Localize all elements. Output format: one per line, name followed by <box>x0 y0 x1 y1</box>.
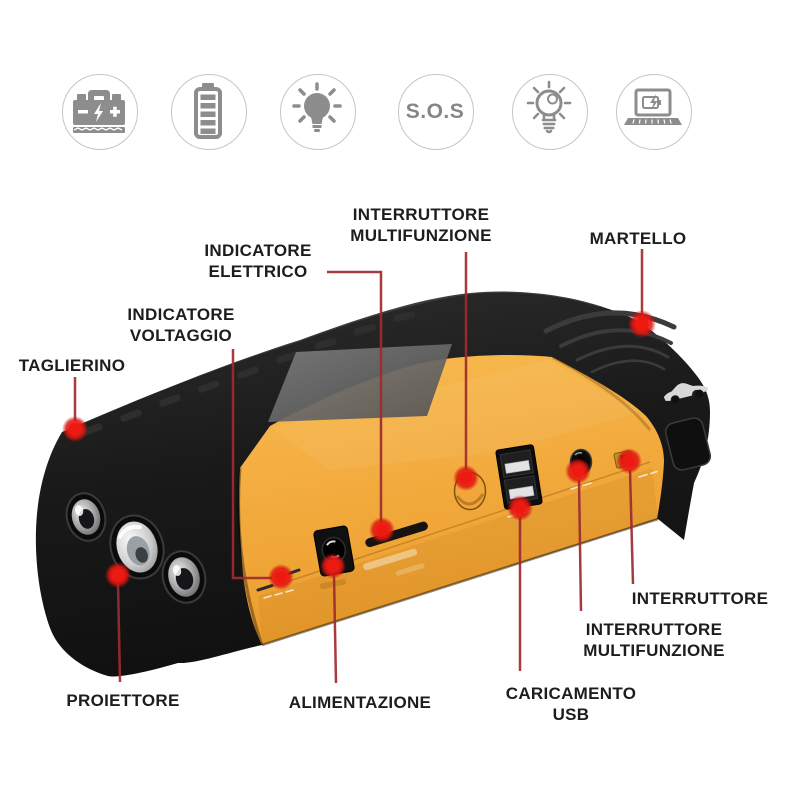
car-battery-icon <box>62 74 138 150</box>
led-small-left <box>65 492 107 542</box>
label-martello: MARTELLO <box>589 229 687 248</box>
dot-voltaggio <box>268 564 294 590</box>
grip-waves <box>543 310 677 374</box>
laptop-charging-icon <box>616 74 692 150</box>
dot-proiettore <box>105 562 131 588</box>
label-alimentazione: ALIMENTAZIONE <box>288 693 432 712</box>
label-caricamento-usb: CARICAMENTO USB <box>505 684 637 724</box>
callout-line-alimentazione <box>332 574 338 684</box>
reflection-streak-small <box>395 563 425 576</box>
car-icon <box>663 383 708 404</box>
callout-line-multi-bottom <box>577 479 583 612</box>
reflection-streak <box>363 548 418 571</box>
callout-line-elettrico <box>327 270 383 523</box>
callout-line-proiettore <box>116 583 122 683</box>
dot-alimentazione <box>320 553 346 579</box>
bulb-rays-icon <box>512 74 588 150</box>
grip-notches <box>81 311 416 436</box>
led-small-right <box>161 550 207 604</box>
label-interruttore-multifunzione-bottom: INTERRUTTORE MULTIFUNZIONE <box>583 620 725 660</box>
dot-elettrico <box>369 517 395 543</box>
led-flashlights <box>65 492 207 604</box>
label-proiettore: PROIETTORE <box>66 691 180 710</box>
label-taglierino: TAGLIERINO <box>18 356 126 375</box>
label-indicatore-voltaggio: INDICATORE VOLTAGGIO <box>127 305 235 345</box>
label-indicatore-elettrico: INDICATORE ELETTRICO <box>204 241 312 281</box>
battery-level-icon <box>171 74 247 150</box>
usb-ports <box>495 444 543 510</box>
flashlight-icon <box>280 74 356 150</box>
dot-caricamento <box>507 495 533 521</box>
hammer-compartment <box>664 417 712 471</box>
dot-multi-bottom <box>565 458 591 484</box>
label-interruttore: INTERRUTTORE <box>631 589 769 608</box>
dot-martello <box>628 310 656 338</box>
callout-dots <box>62 310 656 590</box>
led-large-center <box>109 514 165 580</box>
dot-interruttore <box>616 448 642 474</box>
voltage-display-panel <box>268 344 452 422</box>
dot-taglierino <box>62 416 88 442</box>
dot-multi-top <box>453 465 479 491</box>
sos-icon-text: S.O.S <box>406 100 465 123</box>
label-interruttore-multifunzione-top: INTERRUTTORE MULTIFUNZIONE <box>350 205 492 245</box>
callout-line-interruttore <box>628 469 635 585</box>
callout-line-voltaggio <box>231 349 272 580</box>
callout-lines <box>73 249 644 684</box>
sos-icon: S.O.S <box>398 74 474 150</box>
